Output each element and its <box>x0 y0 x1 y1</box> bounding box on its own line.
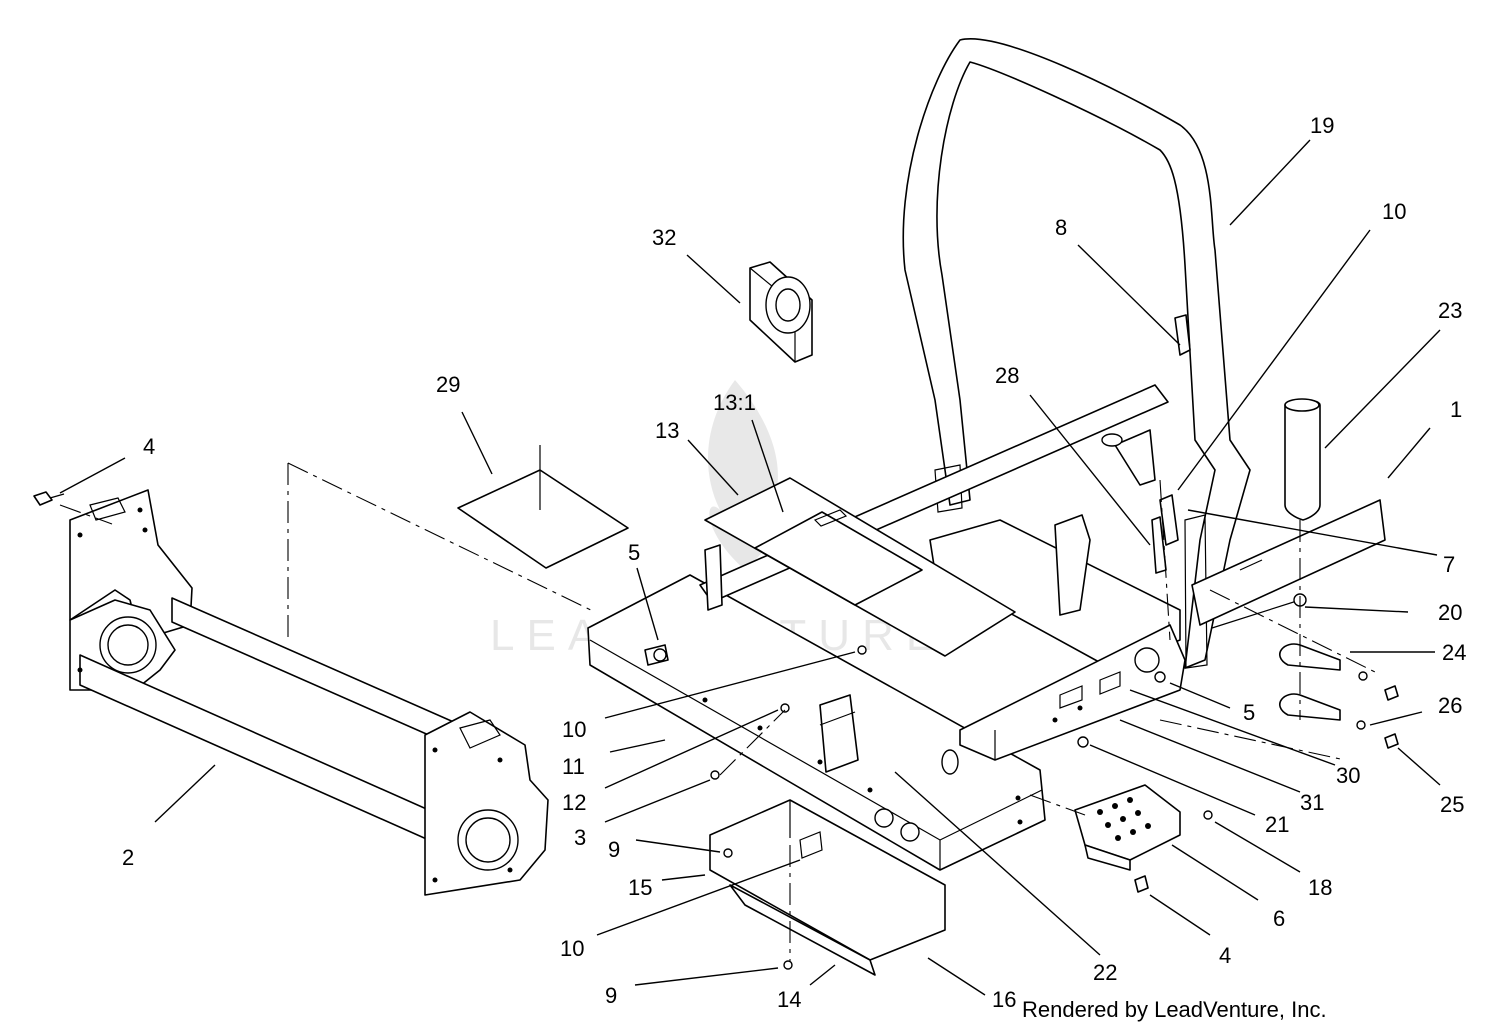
callout-11: 11 <box>562 754 585 779</box>
part-1-side-rail <box>1191 499 1386 626</box>
callout-23: 23 <box>1438 298 1462 323</box>
callout-21: 21 <box>1265 812 1289 837</box>
callout-13-1: 13:1 <box>713 390 756 415</box>
parts-25-26-hardware <box>1356 671 1399 749</box>
callout-28: 28 <box>995 363 1019 388</box>
callout-labels: 4 2 29 13 13:1 32 5 10 11 12 3 9 15 10 9… <box>122 113 1466 1012</box>
callout-24: 24 <box>1442 640 1466 665</box>
callout-16: 16 <box>992 987 1016 1012</box>
callout-5-left: 5 <box>628 540 640 565</box>
part-23-grip <box>1284 398 1321 521</box>
callout-2: 2 <box>122 845 134 870</box>
leader-lines <box>59 139 1441 996</box>
callout-29: 29 <box>436 372 460 397</box>
part-4-bolt-left <box>33 491 65 506</box>
callout-9-bottom: 9 <box>605 983 617 1008</box>
callout-20: 20 <box>1438 600 1462 625</box>
part-22-main-frame <box>587 384 1186 871</box>
callout-10-rail: 10 <box>562 717 586 742</box>
callout-19: 19 <box>1310 113 1334 138</box>
credit-text: Rendered by LeadVenture, Inc. <box>1022 997 1327 1022</box>
callout-1: 1 <box>1450 397 1462 422</box>
callout-25: 25 <box>1440 792 1464 817</box>
center-lines <box>59 462 1376 962</box>
callout-10-top: 10 <box>1382 199 1406 224</box>
callout-13: 13 <box>655 418 679 443</box>
callout-7: 7 <box>1443 552 1455 577</box>
part-6-step-plate <box>1074 784 1181 871</box>
callout-26: 26 <box>1438 693 1462 718</box>
part-29-decal <box>457 445 629 569</box>
callout-6: 6 <box>1273 906 1285 931</box>
small-hardware <box>653 516 1213 970</box>
callout-30: 30 <box>1336 763 1360 788</box>
callout-15: 15 <box>628 875 652 900</box>
callout-8: 8 <box>1055 215 1067 240</box>
part-16-tray <box>709 799 946 976</box>
callout-4-right: 4 <box>1219 943 1231 968</box>
part-32-hub <box>749 261 813 363</box>
part-24-clamps <box>1279 643 1341 721</box>
callout-22: 22 <box>1093 960 1117 985</box>
callout-14: 14 <box>777 987 801 1012</box>
callout-3: 3 <box>574 825 586 850</box>
callout-4-left: 4 <box>143 434 155 459</box>
callout-31: 31 <box>1300 790 1324 815</box>
callout-12: 12 <box>562 790 586 815</box>
callout-32: 32 <box>652 225 676 250</box>
callout-9-top: 9 <box>608 837 620 862</box>
callout-18: 18 <box>1308 875 1332 900</box>
callout-10-tray: 10 <box>560 936 584 961</box>
part-2-tube-frame <box>69 489 549 896</box>
callout-5-right: 5 <box>1243 700 1255 725</box>
part-13-seat-plate <box>704 477 1016 657</box>
